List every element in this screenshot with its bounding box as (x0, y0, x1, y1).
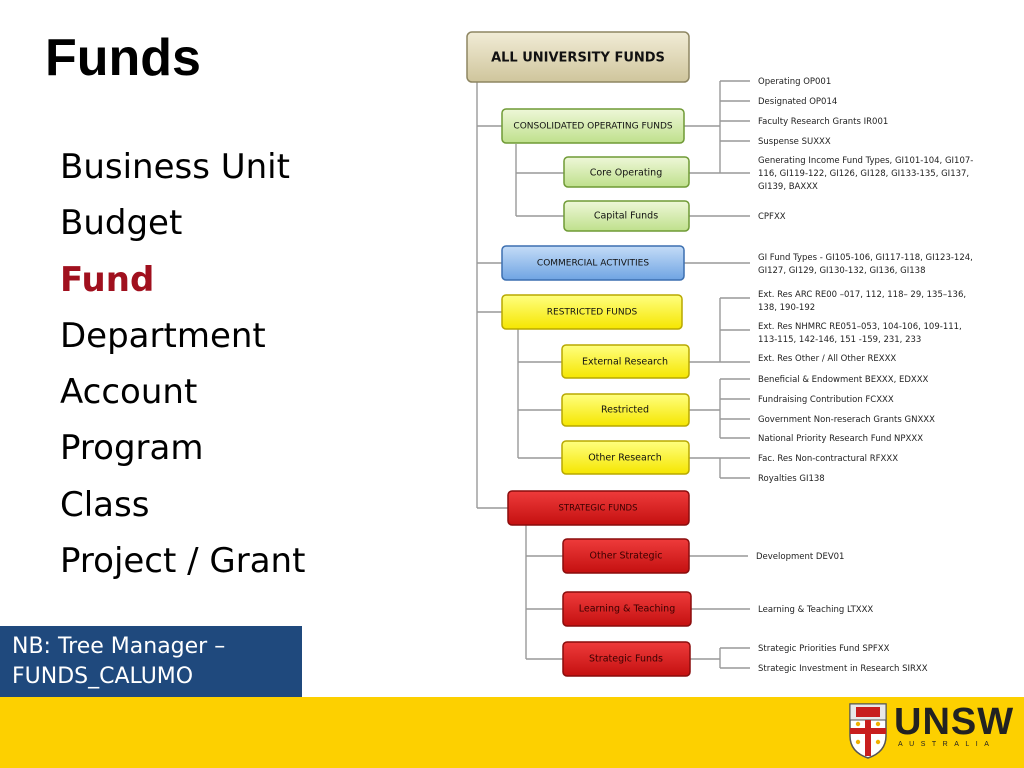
segment-item-fund: Fund (60, 259, 155, 300)
node-label: RESTRICTED FUNDS (547, 308, 638, 318)
segment-item-project-grant: Project / Grant (60, 541, 306, 582)
node-strategic-funds-group: STRATEGIC FUNDS (507, 490, 690, 526)
node-label-root: ALL UNIVERSITY FUNDS (491, 51, 665, 66)
leaf-text: 113-115, 142-146, 151 -159, 231, 233 (758, 335, 921, 345)
segment-item-department: Department (60, 315, 266, 356)
segment-item-business-unit: Business Unit (60, 147, 290, 187)
node-label: Other Research (588, 453, 662, 464)
slide-title: Funds (45, 29, 201, 87)
node-commercial-activities: COMMERCIAL ACTIVITIES (501, 245, 685, 281)
note-line-2: FUNDS_CALUMO (12, 664, 194, 689)
leaf-text: Ext. Res NHMRC RE051–053, 104-106, 109-1… (758, 322, 962, 332)
node-label: Capital Funds (594, 211, 658, 222)
node-label: Other Strategic (590, 551, 663, 562)
fund-tree-diagram: ALL UNIVERSITY FUNDS CONSOLIDATED OPERAT… (466, 31, 973, 677)
node-restricted-funds: RESTRICTED FUNDS (501, 294, 683, 330)
segment-item-class: Class (60, 484, 150, 525)
leaf-text: Faculty Research Grants IR001 (758, 117, 888, 127)
leaf-text: National Priority Research Fund NPXXX (758, 434, 923, 444)
leaf-text: Ext. Res Other / All Other REXXX (758, 354, 896, 364)
node-consolidated-operating-funds: CONSOLIDATED OPERATING FUNDS (501, 108, 685, 144)
node-restricted: Restricted (561, 393, 690, 427)
leaf-text: Fac. Res Non-contractural RFXXX (758, 454, 898, 464)
node-external-research: External Research (561, 344, 690, 379)
node-label: Restricted (601, 405, 649, 416)
segment-list: Business Unit Budget Fund Department Acc… (60, 142, 305, 592)
node-label: COMMERCIAL ACTIVITIES (537, 259, 649, 269)
leaf-text: GI127, GI129, GI130-132, GI136, GI138 (758, 266, 926, 276)
leaf-text: Strategic Priorities Fund SPFXX (758, 644, 890, 654)
node-other-research: Other Research (561, 440, 690, 475)
leaf-text: GI Fund Types - GI105-106, GI117-118, GI… (758, 253, 973, 263)
leaf-text: Royalties GI138 (758, 474, 825, 484)
unsw-crest-icon (849, 703, 887, 759)
node-label: Learning & Teaching (579, 604, 675, 615)
logo-country: AUSTRALIA (898, 741, 996, 748)
unsw-logo: UNSW AUSTRALIA (848, 701, 1013, 762)
leaf-text: Ext. Res ARC RE00 –017, 112, 118– 29, 13… (758, 290, 966, 300)
leaf-texts: Operating OP001 Designated OP014 Faculty… (756, 77, 973, 674)
segment-item-budget: Budget (60, 203, 183, 244)
node-label: External Research (582, 357, 668, 368)
segment-item-account: Account (60, 372, 198, 413)
leaf-text: Learning & Teaching LTXXX (758, 605, 873, 615)
segment-item-program: Program (60, 428, 204, 469)
note-line-1: NB: Tree Manager – (12, 634, 226, 659)
node-capital-funds: Capital Funds (563, 200, 690, 232)
leaf-text: Development DEV01 (756, 552, 844, 562)
leaf-text: Operating OP001 (758, 77, 831, 87)
leaf-text: GI139, BAXXX (758, 182, 818, 192)
node-label: Strategic Funds (589, 654, 663, 665)
leaf-text: Suspense SUXXX (758, 137, 831, 147)
node-learning-teaching: Learning & Teaching (562, 591, 692, 627)
leaf-text: 116, GI119-122, GI126, GI128, GI133-135,… (758, 169, 969, 179)
leaf-text: Generating Income Fund Types, GI101-104,… (758, 156, 973, 166)
leaf-text: Government Non-reserach Grants GNXXX (758, 415, 935, 425)
node-label: CONSOLIDATED OPERATING FUNDS (513, 122, 672, 132)
leaf-text: Designated OP014 (758, 97, 837, 107)
logo-wordmark: UNSW (894, 701, 1015, 743)
leaf-text: CPFXX (758, 212, 786, 222)
tree-connectors (476, 80, 750, 669)
leaf-text: Strategic Investment in Research SIRXX (758, 664, 928, 674)
node-all-university-funds: ALL UNIVERSITY FUNDS (466, 31, 690, 83)
node-core-operating: Core Operating (563, 156, 690, 188)
node-label: Core Operating (590, 168, 663, 179)
leaf-text: Fundraising Contribution FCXXX (758, 395, 894, 405)
leaf-text: 138, 190-192 (758, 303, 815, 313)
node-strategic-funds: Strategic Funds (562, 641, 691, 677)
node-label: STRATEGIC FUNDS (558, 504, 637, 514)
node-other-strategic: Other Strategic (562, 538, 690, 574)
tree-manager-note: NB: Tree Manager – FUNDS_CALUMO (0, 626, 302, 698)
leaf-text: Beneficial & Endowment BEXXX, EDXXX (758, 375, 929, 385)
